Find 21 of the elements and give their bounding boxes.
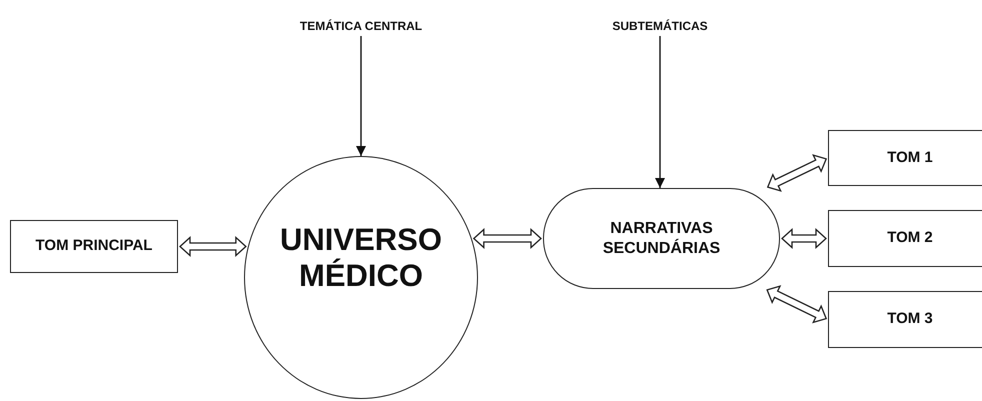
rounded-node (543, 188, 780, 289)
node-label: TOM PRINCIPAL (36, 237, 152, 256)
double-arrow (766, 154, 828, 192)
heading-label: TEMÁTICA CENTRAL (285, 16, 437, 36)
process-box (828, 291, 982, 348)
double-arrow (179, 236, 247, 257)
double-arrow (766, 285, 828, 324)
process-box (828, 130, 982, 186)
node-label: TOM 2 (887, 229, 933, 248)
double-arrow (472, 228, 542, 249)
node-label: UNIVERSO MÉDICO (279, 222, 443, 294)
node-label: TOM 1 (887, 148, 933, 168)
node-label: TOM 3 (887, 310, 933, 329)
arrow (655, 36, 665, 188)
process-box (10, 220, 178, 273)
node-label: NARRATIVAS SECUNDÁRIAS (602, 218, 722, 258)
circle-node (244, 156, 478, 399)
double-arrow (781, 228, 827, 249)
process-box (828, 210, 982, 267)
heading-label: SUBTEMÁTICAS (602, 16, 718, 36)
arrow (356, 36, 366, 156)
